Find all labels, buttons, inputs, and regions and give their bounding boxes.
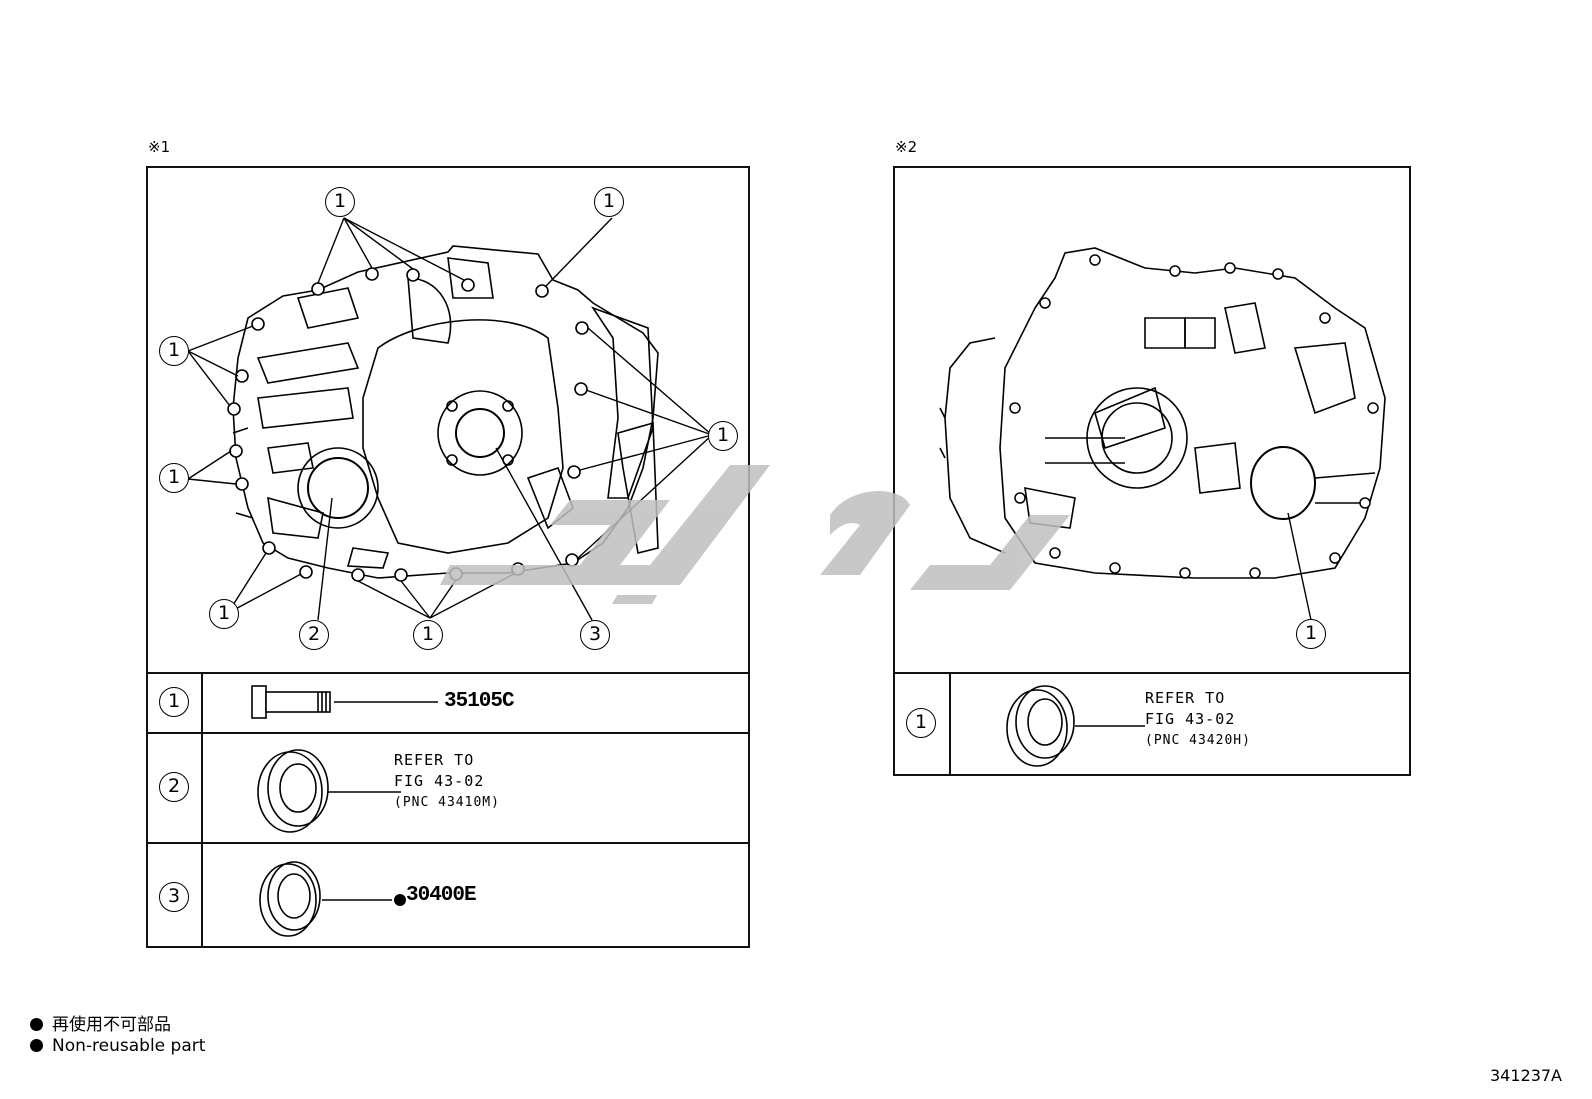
illustration-code: 341237A bbox=[1489, 1066, 1562, 1085]
part-code-30400e: 30400E bbox=[406, 884, 477, 907]
part-row-2: 2 REFER TO FIG 43-02 (PNC 43410M) bbox=[148, 732, 748, 844]
panel-tag-right: ※2 bbox=[895, 138, 918, 156]
callout-1-right: 1 bbox=[708, 421, 738, 451]
legend-line-en: Non-reusable part bbox=[30, 1036, 205, 1056]
legend-line-ja: 再使用不可部品 bbox=[30, 1010, 171, 1035]
refer-line-1: REFER TO bbox=[394, 751, 475, 769]
callout-1-top-right: 1 bbox=[594, 187, 624, 217]
refer-pnc: (PNC 43410M) bbox=[394, 795, 500, 810]
non-reusable-dot-icon bbox=[394, 894, 406, 906]
oil-seal-icon bbox=[1006, 685, 1145, 767]
callout-1-left-upper: 1 bbox=[159, 336, 189, 366]
non-reusable-dot-icon bbox=[30, 1039, 43, 1052]
part-index-1: 1 bbox=[159, 687, 189, 717]
part-index-3: 3 bbox=[159, 882, 189, 912]
callout-3: 3 bbox=[580, 620, 610, 650]
panel-tag-left: ※1 bbox=[148, 138, 171, 156]
callout-1-bottom: 1 bbox=[413, 620, 443, 650]
refer-line-2: FIG 43-02 bbox=[394, 772, 485, 790]
bolt-icon bbox=[251, 685, 438, 719]
refer-line-2: FIG 43-02 bbox=[1145, 710, 1236, 728]
oil-seal-icon bbox=[259, 861, 406, 937]
refer-line-1: REFER TO bbox=[1145, 689, 1226, 707]
right-diagram-panel: 1 1 REFER TO FIG 43-02 (PNC 43420H) bbox=[893, 166, 1411, 776]
part-2-reference: REFER TO FIG 43-02 (PNC 43410M) bbox=[394, 750, 500, 813]
oil-seal-icon bbox=[257, 749, 401, 833]
part-index-1-right: 1 bbox=[906, 708, 936, 738]
refer-pnc: (PNC 43420H) bbox=[1145, 733, 1251, 748]
part-1-reference: REFER TO FIG 43-02 (PNC 43420H) bbox=[1145, 688, 1251, 751]
callout-1-left-lower: 1 bbox=[159, 463, 189, 493]
callout-1-bottom-left: 1 bbox=[209, 599, 239, 629]
non-reusable-dot-icon bbox=[30, 1018, 43, 1031]
watermark-logo bbox=[440, 465, 1070, 604]
transaxle-housing-drawing bbox=[939, 247, 1386, 621]
part-row-1: 1 35105C bbox=[148, 672, 748, 734]
transaxle-case-drawing bbox=[187, 217, 713, 621]
part-index-2: 2 bbox=[159, 772, 189, 802]
callout-1-seal: 1 bbox=[1296, 619, 1326, 649]
part-row-1-right: 1 REFER TO FIG 43-02 (PNC 43420H) bbox=[895, 672, 1409, 774]
legend-text-en: Non-reusable part bbox=[52, 1036, 206, 1056]
part-row-3: 3 30400E bbox=[148, 842, 748, 946]
part-code-35105c: 35105C bbox=[444, 690, 515, 713]
callout-2: 2 bbox=[299, 620, 329, 650]
legend-text-ja: 再使用不可部品 bbox=[52, 1015, 171, 1035]
callout-1-top-left: 1 bbox=[325, 187, 355, 217]
left-diagram-panel: 1 1 1 1 1 1 1 2 3 1 35105C 2 bbox=[146, 166, 750, 948]
